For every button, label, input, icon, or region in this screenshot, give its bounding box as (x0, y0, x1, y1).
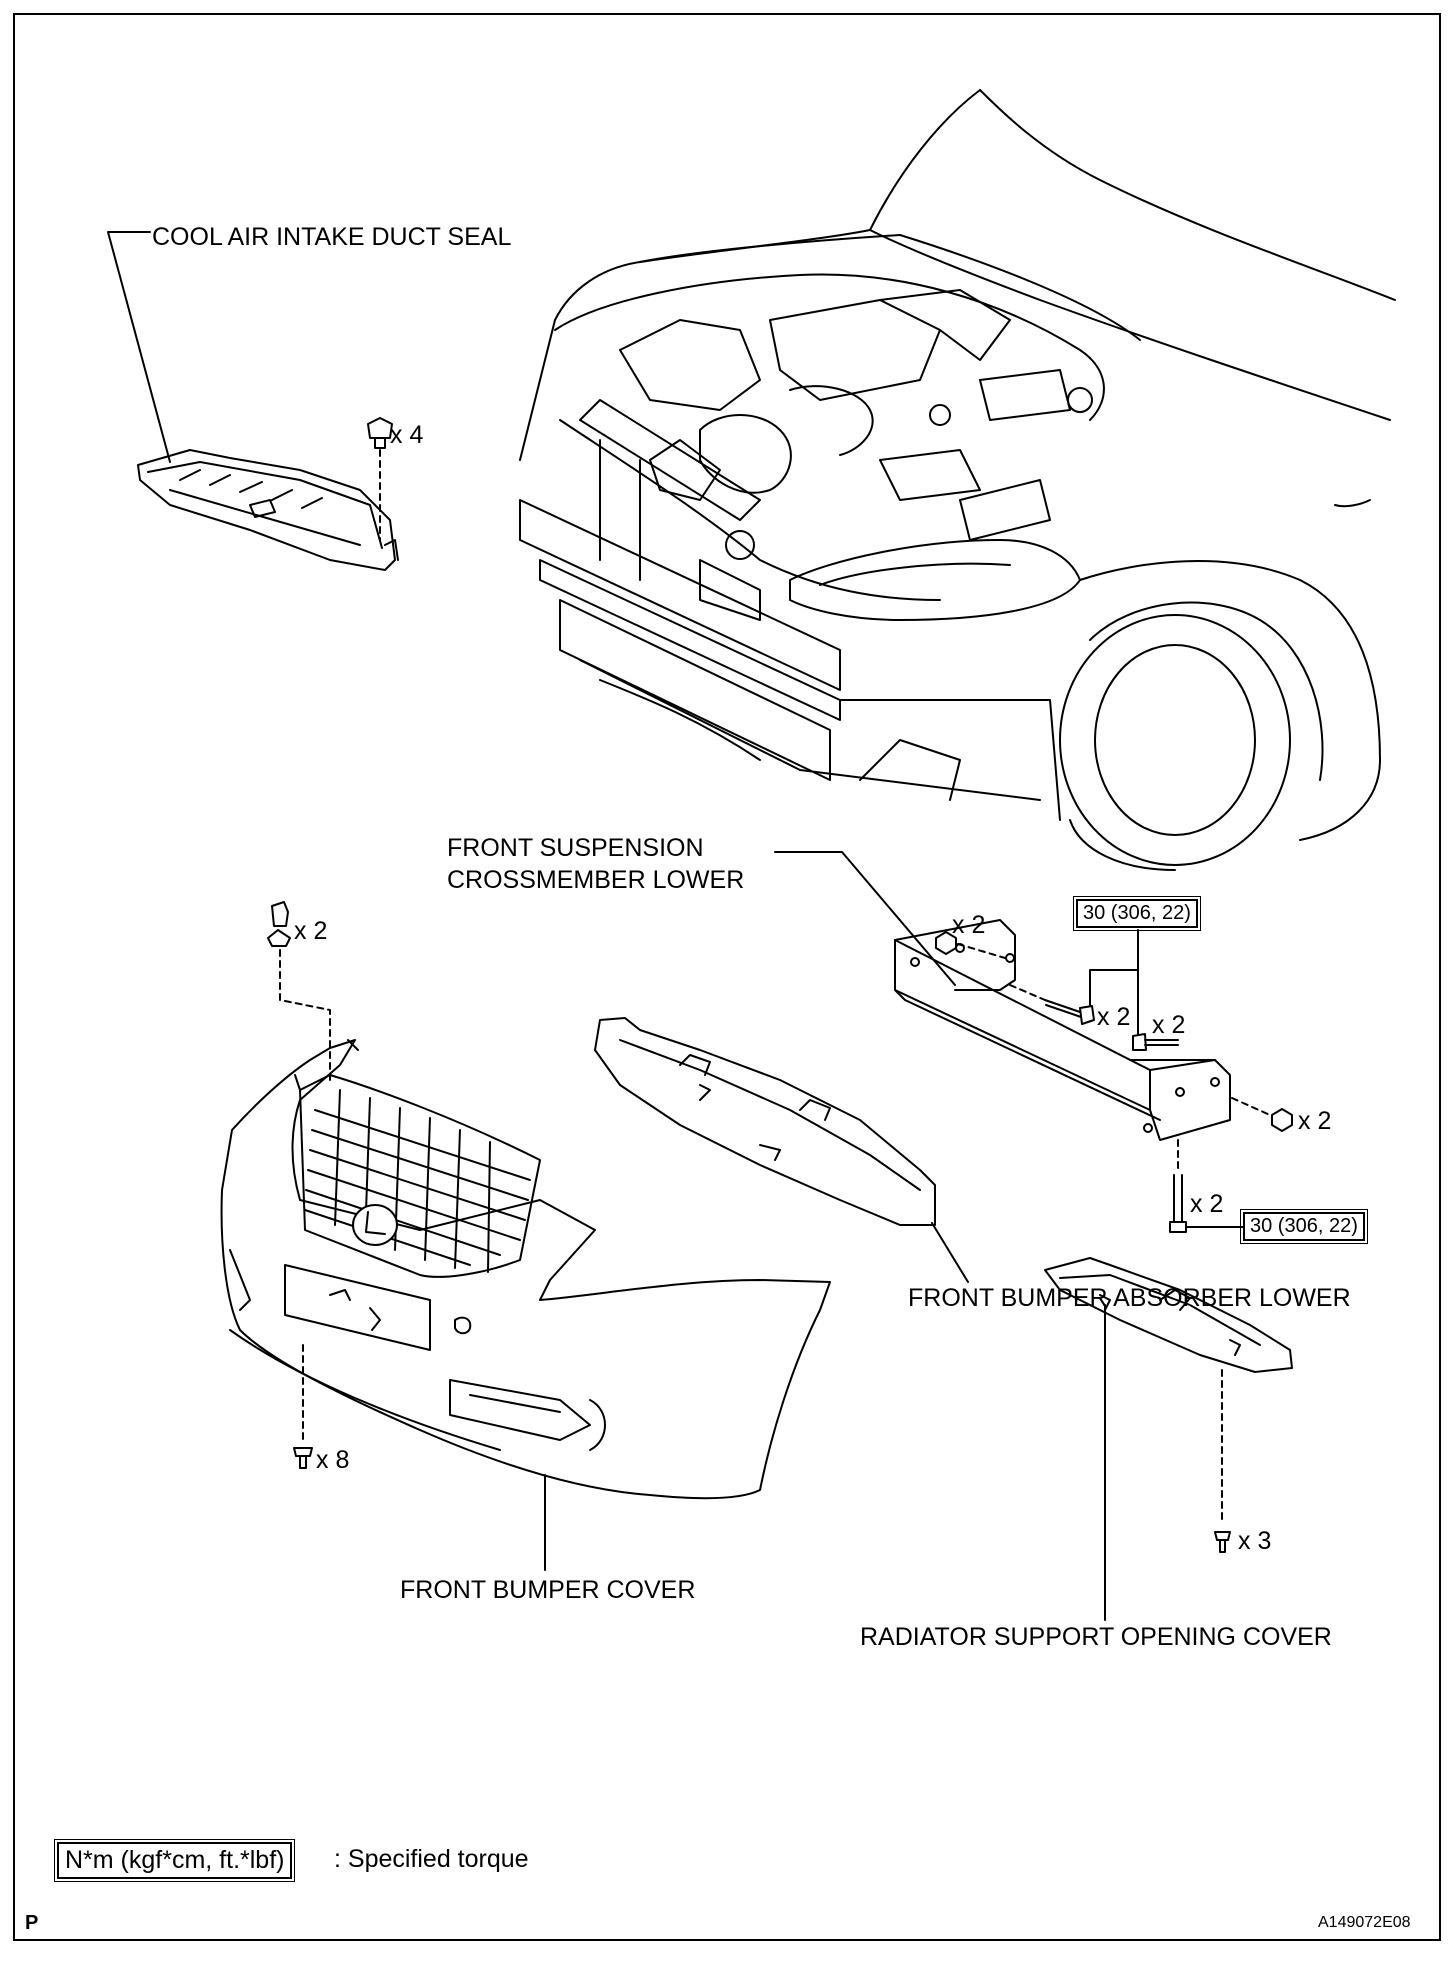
label-cool-air-intake-duct-seal: COOL AIR INTAKE DUCT SEAL (152, 223, 512, 251)
qty-crossmember-bolt-left: x 2 (1097, 1003, 1131, 1031)
bolt-fastener (1169, 1174, 1187, 1233)
bolt-fastener (1132, 1033, 1179, 1051)
bolt-fastener (1044, 999, 1095, 1025)
torque-spec-lower: 30 (306, 22) (1240, 1209, 1368, 1244)
radiator-support-opening-cover-part (1044, 1257, 1293, 1373)
cool-air-intake-duct-seal-part (137, 449, 399, 571)
qty-bumper-top-clips: x 2 (294, 917, 328, 945)
dashed-guide-nut-right (1231, 1097, 1271, 1116)
legend-description: : Specified torque (334, 1845, 529, 1873)
nut-fastener (935, 931, 957, 955)
screw-fastener (1214, 1531, 1231, 1553)
qty-duct-seal-clips: x 4 (390, 421, 424, 449)
label-front-suspension-crossmember-lower-line2: CROSSMEMBER LOWER (447, 866, 745, 894)
front-suspension-crossmember-lower-part (894, 919, 1231, 1141)
qty-crossmember-nut-right: x 2 (1298, 1107, 1332, 1135)
front-bumper-cover-part (220, 1039, 831, 1500)
vehicle-front-illustration (519, 89, 1396, 871)
torque-spec-upper: 30 (306, 22) (1073, 896, 1201, 931)
leader-crossmember (774, 851, 956, 986)
corner-mark-p: P (25, 1912, 39, 1934)
front-bumper-absorber-lower-part (594, 1017, 936, 1226)
label-radiator-support-opening-cover: RADIATOR SUPPORT OPENING COVER (860, 1623, 1332, 1651)
dashed-guide-bolt (1009, 984, 1046, 1001)
clip-fastener (367, 417, 393, 449)
legend-torque-unit-box: N*m (kgf*cm, ft.*lbf) (53, 1839, 296, 1882)
qty-crossmember-bolt-right: x 2 (1152, 1011, 1186, 1039)
dashed-guide-bumper-top (279, 949, 331, 1081)
leader-absorber (931, 1222, 969, 1283)
qty-bumper-bottom-screws: x 8 (316, 1446, 350, 1474)
leader-duct-seal (107, 231, 171, 463)
figure-id: A149072E08 (1318, 1914, 1411, 1931)
leader-torque-upper (1089, 929, 1139, 1036)
screw-fastener (293, 1447, 313, 1469)
diagram-frame (13, 13, 1441, 1941)
label-front-bumper-cover: FRONT BUMPER COVER (400, 1576, 696, 1604)
label-front-suspension-crossmember-lower-line1: FRONT SUSPENSION (447, 834, 704, 862)
qty-crossmember-bolt-bottom: x 2 (1190, 1190, 1224, 1218)
nut-fastener (1271, 1108, 1293, 1132)
qty-radiator-cover-screws: x 3 (1238, 1527, 1272, 1555)
label-front-bumper-absorber-lower: FRONT BUMPER ABSORBER LOWER (908, 1284, 1351, 1312)
dashed-guide-nut-top (957, 943, 1006, 959)
clip-fastener (267, 901, 291, 947)
qty-crossmember-nut-top: x 2 (952, 911, 986, 939)
